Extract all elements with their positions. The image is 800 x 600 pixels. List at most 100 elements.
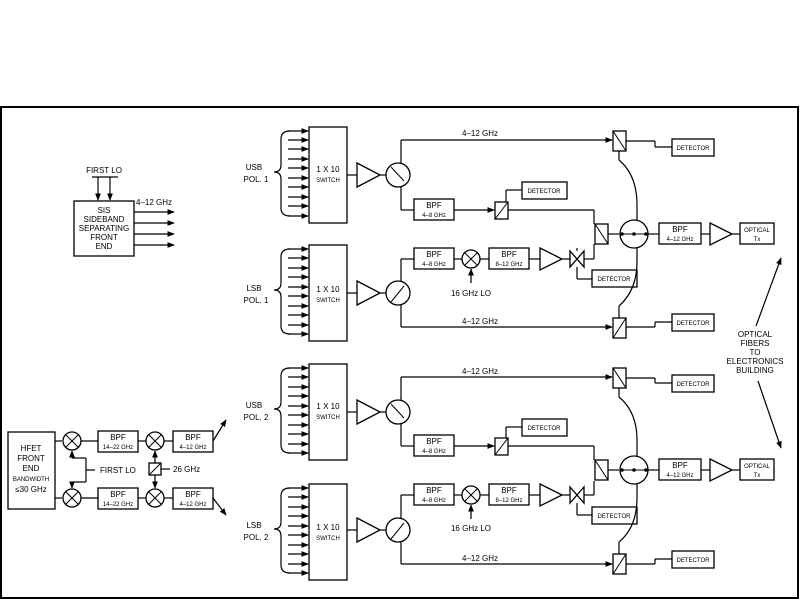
detector-box [591,506,638,525]
svg-text:8–12 GHz: 8–12 GHz [495,498,522,504]
fibers-line-2: FIBERS [741,339,770,348]
hfet-line-1: HFET [21,444,42,453]
fibers-line-5: BUILDING [736,366,774,375]
amplifier-icon [356,161,382,189]
diagram-frame [0,106,799,599]
lo-label: 16 GHz LO [451,524,491,533]
mixer-icon [145,488,165,508]
svg-text:4–8 GHz: 4–8 GHz [422,213,446,219]
hfet-lo-freq-label: 26 GHz [173,465,200,474]
detector-box [671,138,715,157]
hfet-frontend-box [7,431,56,510]
sis-front-end: FIRST LO SIS SIDEBAND SEPARATING FRONT E… [73,166,175,257]
svg-text:1 X 10: 1 X 10 [316,165,340,174]
fibers-line-1: OPTICAL [738,330,773,339]
channel-usb-pol1: 4–12 GHz BPF 4–8 GHz DETECTOR [347,129,613,224]
svg-text:1 X 10: 1 X 10 [316,523,340,532]
svg-text:DETECTOR: DETECTOR [528,189,562,195]
svg-text:1 X 10: 1 X 10 [316,285,340,294]
mixer-icon [145,431,165,451]
band-label: 4–12 GHz [462,554,498,563]
channel-lsb-pol1: BPF 4–8 GHz 16 GHz LO BPF 8–12 GHz DETEC… [347,244,638,330]
input-group-lsb-pol1 [273,246,309,337]
svg-text:BPF: BPF [426,486,442,495]
svg-text:SWITCH: SWITCH [316,298,340,304]
svg-text:DETECTOR: DETECTOR [677,321,711,327]
channel-2-pol: POL. 1 [244,296,269,305]
detector-box [521,418,568,437]
svg-text:4–12 GHz: 4–12 GHz [666,473,693,479]
svg-text:SWITCH: SWITCH [316,415,340,421]
switch-box [308,363,348,461]
sis-band-label: 4–12 GHz [136,198,172,207]
svg-text:SWITCH: SWITCH [316,536,340,542]
switch-inputs [273,128,309,576]
amplifier-icon [539,482,564,508]
input-group-lsb-pol2 [273,485,309,576]
channel-4-sideband: LSB [246,521,261,530]
svg-text:4–8 GHz: 4–8 GHz [422,498,446,504]
svg-text:BPF: BPF [672,225,688,234]
amplifier-icon [356,516,382,544]
hfet-line-4: BANDWIDTH [13,477,49,483]
channel-3-pol: POL. 2 [244,413,269,422]
mixer-icon [461,485,481,505]
svg-text:DETECTOR: DETECTOR [598,514,632,520]
mixer-icon [461,249,481,269]
svg-text:BPF: BPF [185,433,201,442]
channel-lsb-pol2: BPF 4–8 GHz 16 GHz LO BPF 8–12 GHz DETEC… [347,481,638,567]
svg-text:OPTICAL: OPTICAL [744,228,770,234]
detector-box [591,269,638,288]
amplifier-icon [539,246,564,272]
svg-text:OPTICAL: OPTICAL [744,464,770,470]
switch-box [308,483,348,581]
coupler-icon [569,249,585,269]
sis-line-2: SIDEBAND [84,215,125,224]
svg-text:DETECTOR: DETECTOR [528,426,562,432]
sis-first-lo-label: FIRST LO [86,166,122,175]
band-label: 4–12 GHz [462,367,498,376]
amplifier-icon [709,221,734,247]
optical-tx-box [739,458,775,481]
hfet-first-lo-label: FIRST LO [100,466,136,475]
svg-text:4–12 GHz: 4–12 GHz [666,237,693,243]
switch-box [308,126,348,224]
hfet-bpf-4-12-top [172,430,214,453]
lo-label: 16 GHz LO [451,289,491,298]
mixer-icon [62,488,82,508]
svg-text:BPF: BPF [501,486,517,495]
svg-text:DETECTOR: DETECTOR [598,277,632,283]
coupler-icon [569,485,585,505]
amplifier-icon [356,279,382,307]
svg-text:BPF: BPF [426,201,442,210]
channel-usb-pol2: 4–12 GHz BPF 4–8 GHz DETECTOR [347,367,613,460]
hfet-front-end: HFET FRONT END BANDWIDTH ≤30 GHz BPF 14–… [7,419,227,516]
channel-4-pol: POL. 2 [244,533,269,542]
svg-text:14–22 GHz: 14–22 GHz [103,502,133,508]
svg-text:4–12 GHz: 4–12 GHz [179,445,206,451]
svg-text:BPF: BPF [501,250,517,259]
svg-text:DETECTOR: DETECTOR [677,382,711,388]
detector-box [671,374,715,393]
input-group-usb-pol2 [273,365,309,456]
sis-line-5: END [96,242,113,251]
sis-line-4: FRONT [90,233,118,242]
switches: 1 X 10 SWITCH 1 X 10 SWITCH 1 X 10 SWITC… [308,126,348,581]
combiner-upper: DETECTOR DETECTOR BPF 4–12 GHz OPTICAL [594,130,775,339]
sis-frontend-box [73,200,135,257]
channel-labels: USB POL. 1 LSB POL. 1 USB POL. 2 LSB POL… [244,163,269,542]
channel-1-sideband: USB [246,163,262,172]
channel-1-pol: POL. 1 [244,175,269,184]
svg-text:Tx: Tx [754,473,761,479]
amplifier-icon [356,398,382,426]
band-label: 4–12 GHz [462,129,498,138]
svg-text:DETECTOR: DETECTOR [677,146,711,152]
amplifier-icon [709,457,734,483]
detector-box [521,181,568,200]
fibers-line-4: ELECTRONICS [727,357,784,366]
svg-text:SWITCH: SWITCH [316,178,340,184]
svg-text:BPF: BPF [110,490,126,499]
band-label: 4–12 GHz [462,317,498,326]
hfet-line-3: END [23,464,40,473]
